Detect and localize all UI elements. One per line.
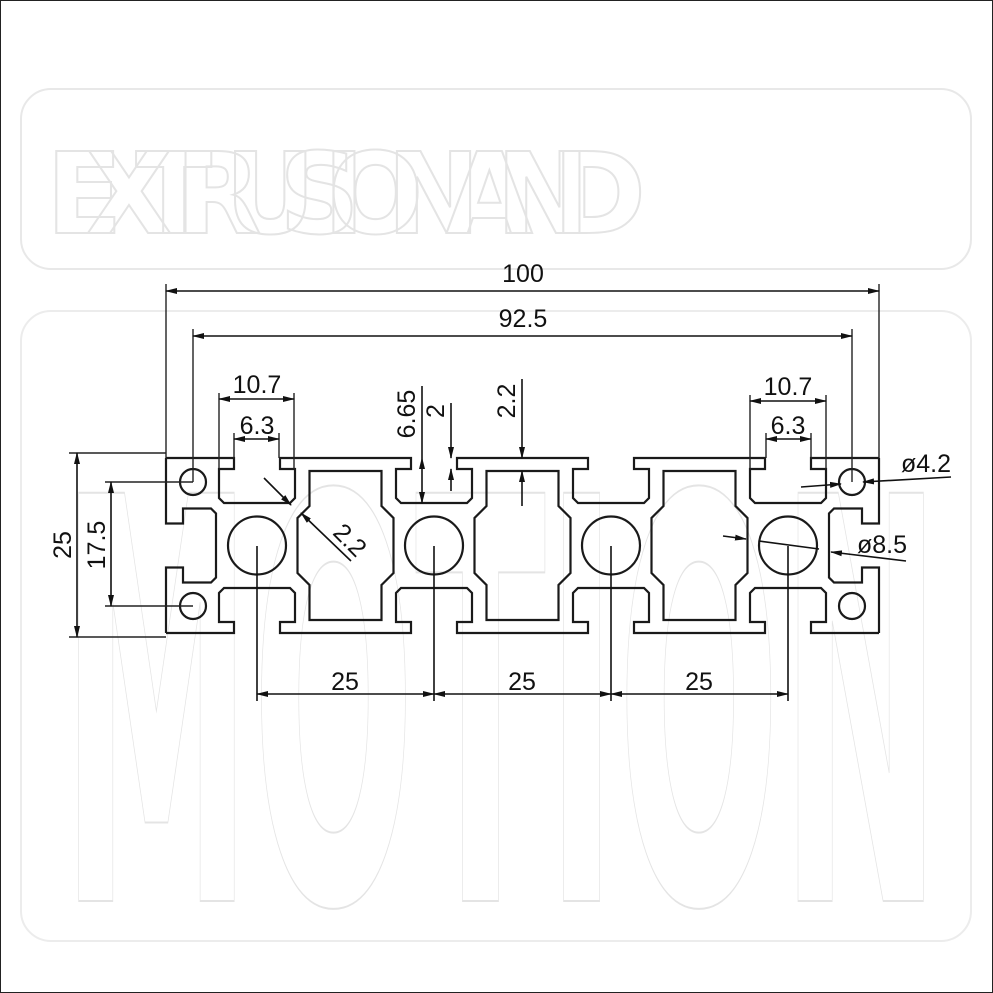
dim-slot-depth: 6.65 bbox=[393, 390, 421, 439]
dim-pitch-1: 25 bbox=[331, 668, 359, 696]
corner-hole bbox=[837, 591, 867, 621]
dim-height: 25 bbox=[49, 531, 77, 559]
dim-pitch-3: 25 bbox=[685, 668, 713, 696]
dim-center-hole: ø8.5 bbox=[857, 531, 907, 559]
profile-cavity bbox=[473, 469, 572, 622]
profile-left-edge bbox=[164, 458, 218, 633]
watermark-line1: EXTRUSION AND bbox=[46, 130, 646, 260]
dim-pitch-2: 25 bbox=[508, 668, 536, 696]
extrusion-profile bbox=[164, 456, 881, 635]
dim-slot-width-right: 10.7 bbox=[764, 373, 813, 401]
dim-slot-opening-left: 6.3 bbox=[240, 412, 275, 440]
dimensions: 100 92.5 10.7 6.3 10.7 6.3 6.65 2 2.2 bbox=[49, 260, 952, 701]
dim-wall-top: 2.2 bbox=[493, 384, 521, 419]
dim-small-hole: ø4.2 bbox=[901, 450, 951, 478]
dim-slot-opening-right: 6.3 bbox=[771, 412, 806, 440]
dim-overall-width: 100 bbox=[502, 260, 544, 288]
profile-cavity bbox=[296, 469, 395, 622]
profile-bottom-edge bbox=[166, 586, 879, 635]
dim-hole-span: 92.5 bbox=[499, 305, 548, 333]
dim-hole-pitch-vertical: 17.5 bbox=[83, 521, 111, 570]
dim-lip-thickness: 2 bbox=[422, 404, 450, 418]
profile-cavity bbox=[650, 469, 749, 622]
profile-right-edge bbox=[827, 458, 881, 633]
dim-slot-width-left: 10.7 bbox=[233, 371, 282, 399]
